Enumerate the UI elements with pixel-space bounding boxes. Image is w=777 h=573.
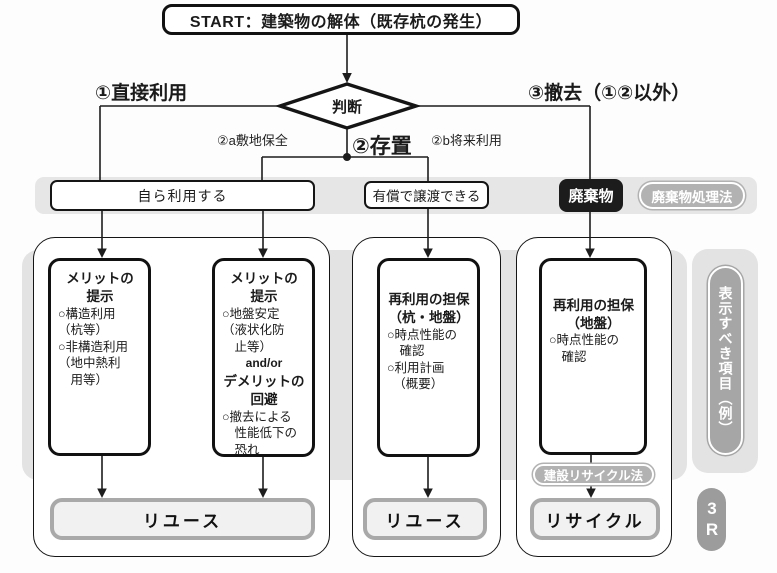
result-label: リサイクル <box>545 511 645 531</box>
item-box-body: ○構造利用 （杭等） ○非構造利用 （地中熱利 用等） <box>58 306 129 387</box>
display-items-label: 表示すべき項目（例） <box>717 285 734 436</box>
branch-label-leave-in-place: ②存置 <box>352 135 412 158</box>
start-node: START：建築物の解体（既存杭の発生） <box>162 4 520 35</box>
paid-transfer-node: 有償で譲渡できる <box>364 181 489 209</box>
construction-recycling-law-badge: 建設リサイクル法 <box>533 464 654 485</box>
sub-branch-label-future-use: ②b将来利用 <box>431 133 502 148</box>
result-label: リユース <box>385 511 465 531</box>
item-box-body: ○時点性能の 確認 <box>549 333 620 364</box>
item-box-merit-direct-use: メリットの 提示 ○構造利用 （杭等） ○非構造利用 （地中熱利 用等） <box>48 258 151 456</box>
item-box-merit-demerit: メリットの 提示 ○地盤安定 （液状化防 止等） and/or デメリットの 回… <box>212 258 315 457</box>
self-use-node: 自ら利用する <box>50 180 315 211</box>
item-box-title: 再利用の担保 （杭・地盤） <box>388 292 470 325</box>
item-box-body: ○時点性能の 確認 ○利用計画 （概要） <box>387 327 458 392</box>
paid-transfer-label: 有償で譲渡できる <box>372 189 481 204</box>
item-box-title: メリットの 提示 <box>230 271 298 304</box>
start-label: START：建築物の解体（既存杭の発生） <box>189 13 493 31</box>
result-box-recycle: リサイクル <box>530 498 660 540</box>
construction-recycling-law-label: 建設リサイクル法 <box>543 469 644 483</box>
item-box-title: メリットの 提示 <box>66 271 134 304</box>
item-box-reuse-guarantee-ground: 再利用の担保 （地盤） ○時点性能の 確認 <box>539 258 647 455</box>
three-r-label: 3R <box>702 498 722 541</box>
sub-branch-label-site-preservation: ②a敷地保全 <box>217 133 288 148</box>
waste-disposal-law-badge: 廃棄物処理法 <box>639 182 745 209</box>
branch-label-removal: ③撤去（①②以外） <box>528 83 691 104</box>
three-r-pill: 3R <box>697 488 726 551</box>
item-box-body: ○地盤安定 （液状化防 止等） <box>222 306 285 354</box>
result-box-reuse-2: リユース <box>363 498 487 540</box>
judgment-label: 判断 <box>331 99 362 116</box>
branch-label-direct-use: ①直接利用 <box>95 83 188 104</box>
junction-dot <box>343 153 351 161</box>
self-use-label: 自ら利用する <box>137 187 228 204</box>
item-box-body-2: ○撤去による 性能低下の 恐れ <box>222 409 298 457</box>
waste-node: 廃棄物 <box>559 179 623 212</box>
display-items-pill: 表示すべき項目（例） <box>708 266 743 455</box>
item-box-reuse-guarantee-pile-ground: 再利用の担保 （杭・地盤） ○時点性能の 確認 ○利用計画 （概要） <box>377 258 480 457</box>
waste-label: 廃棄物 <box>568 188 614 205</box>
result-box-reuse-1: リユース <box>50 498 315 540</box>
result-label: リユース <box>142 511 223 531</box>
item-box-title-2: デメリットの 回避 <box>223 373 305 407</box>
waste-disposal-law-label: 廃棄物処理法 <box>651 189 733 205</box>
item-box-title: 再利用の担保 （地盤） <box>553 297 634 331</box>
item-box-andor: and/or <box>245 356 283 371</box>
